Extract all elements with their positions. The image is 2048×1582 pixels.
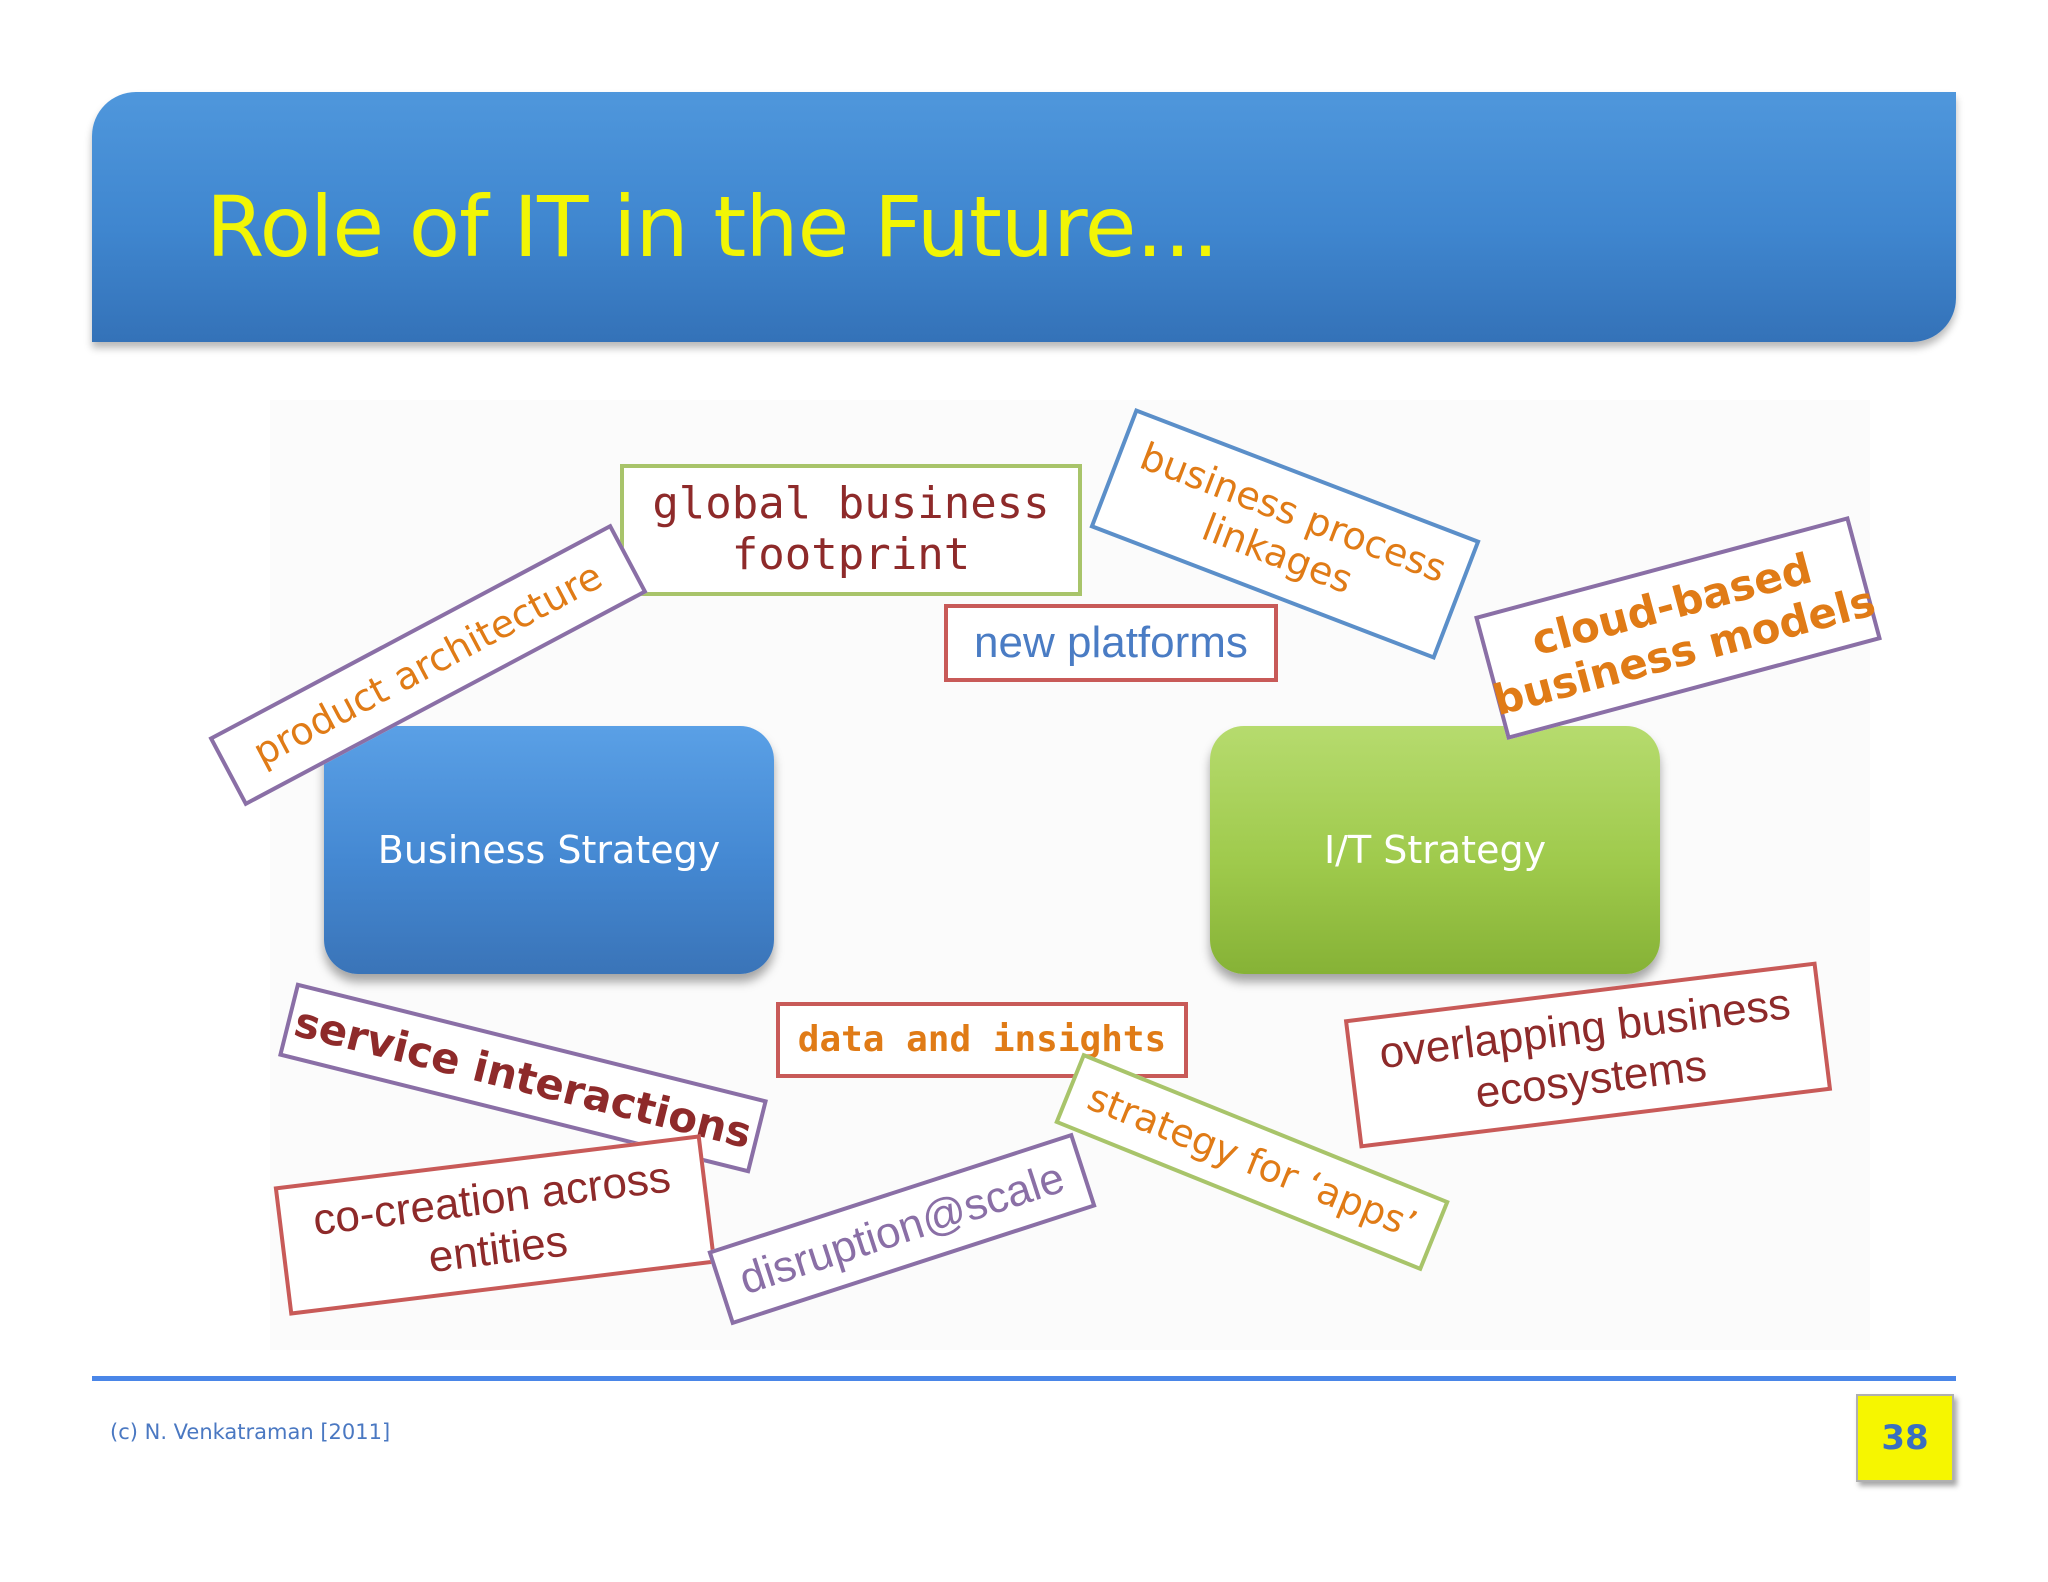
title-banner xyxy=(92,92,1956,342)
tag-global-business-footprint: global business footprint xyxy=(620,464,1082,596)
page-number-badge: 38 xyxy=(1856,1394,1954,1482)
slide-title: Role of IT in the Future… xyxy=(206,178,1219,276)
tag-data-and-insights: data and insights xyxy=(776,1002,1188,1078)
footer-credit: (c) N. Venkatraman [2011] xyxy=(110,1420,391,1444)
it-strategy-box: I/T Strategy xyxy=(1210,726,1660,974)
business-strategy-box: Business Strategy xyxy=(324,726,774,974)
footer-divider xyxy=(92,1376,1956,1381)
tag-new-platforms: new platforms xyxy=(944,604,1278,682)
